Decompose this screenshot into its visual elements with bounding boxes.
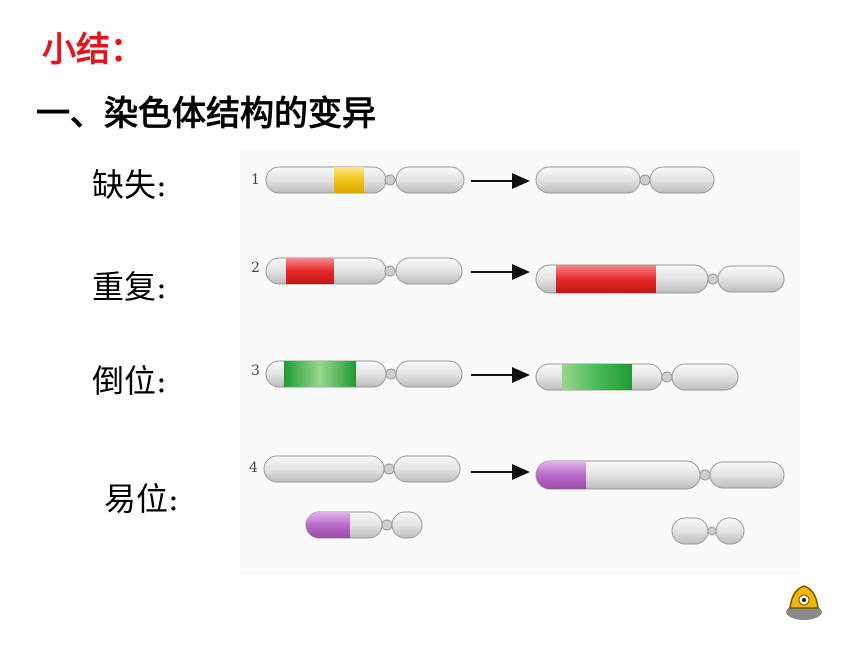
row-inversion	[265, 360, 739, 391]
label-translocation: 易位:	[104, 480, 179, 518]
row-translocation	[263, 455, 785, 545]
row-number-3: 3	[251, 363, 260, 379]
row-duplication	[265, 257, 785, 294]
cartoon-logo-icon	[786, 585, 822, 620]
summary-title: 小结：	[42, 30, 144, 70]
row-number-2: 2	[251, 260, 260, 276]
row-deletion	[265, 166, 715, 194]
row-number-1: 1	[251, 172, 260, 188]
label-inversion: 倒位:	[92, 362, 167, 400]
label-deletion: 缺失:	[92, 166, 167, 204]
row-number-4: 4	[249, 460, 258, 476]
label-duplication: 重复:	[92, 268, 167, 306]
section-heading: 一、染色体结构的变异	[36, 94, 376, 134]
